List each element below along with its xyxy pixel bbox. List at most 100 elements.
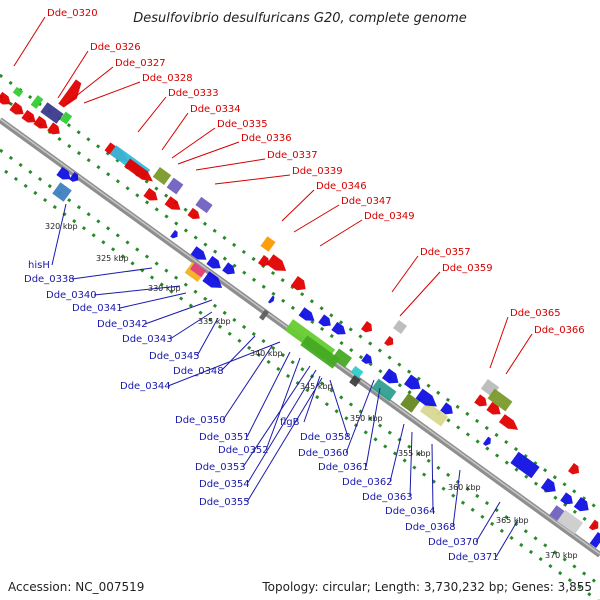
gene-label-bottom: Dde_0362 — [342, 477, 393, 488]
gene-label-top: Dde_0327 — [115, 58, 166, 69]
gene-label-bottom: Dde_0348 — [173, 366, 224, 377]
gene-label-bottom: Dde_0360 — [298, 448, 349, 459]
gene-label-bottom: Dde_0353 — [195, 462, 246, 473]
gene-label-bottom: Dde_0358 — [300, 432, 351, 443]
gene-label-bottom: Dde_0352 — [218, 445, 269, 456]
gene-arrow — [474, 394, 487, 407]
gene-box — [189, 262, 207, 278]
gene-box — [260, 236, 276, 252]
label-leader-bottom — [169, 311, 213, 340]
gene-label-top: Dde_0339 — [292, 166, 343, 177]
gene-label-bottom: Dde_0340 — [46, 290, 97, 301]
gene-label-top: Dde_0334 — [190, 104, 241, 115]
label-leader-top — [214, 174, 291, 185]
gene-label-bottom: Dde_0363 — [362, 492, 413, 503]
gene-arrow — [56, 166, 71, 180]
gene-arrow — [560, 492, 573, 505]
gene-arrow — [588, 519, 599, 531]
label-leader-bottom — [222, 345, 273, 421]
label-leader-bottom — [389, 423, 405, 483]
gene-arrow — [361, 321, 373, 333]
gene-label-bottom: Dde_0344 — [120, 381, 171, 392]
gene-box — [40, 102, 64, 124]
label-leader-top — [83, 81, 141, 104]
gene-arrow — [47, 122, 60, 135]
label-leader-top — [281, 189, 315, 222]
label-leader-bottom — [409, 431, 413, 498]
label-leader-top — [489, 316, 509, 369]
gene-label-bottom: Dde_0354 — [199, 479, 250, 490]
gene-label-bottom: Dde_0345 — [149, 351, 200, 362]
label-leader-bottom — [119, 292, 187, 309]
label-leader-bottom — [345, 379, 375, 454]
gene-arrow — [298, 307, 315, 321]
label-leader-bottom — [303, 375, 321, 423]
label-leaders — [13, 16, 533, 558]
label-leader-top — [195, 158, 266, 171]
label-leader-bottom — [246, 377, 323, 503]
gene-label-top: Dde_0349 — [364, 211, 415, 222]
gene-label-top: Dde_0328 — [142, 73, 193, 84]
label-leader-top — [137, 96, 167, 133]
gene-arrow — [164, 196, 181, 210]
gene-label-top: Dde_0366 — [534, 325, 585, 336]
gene-arrow — [404, 374, 421, 390]
label-leader-top — [319, 219, 363, 247]
scale-tick-label: 365 kbp — [496, 516, 529, 525]
gene-arrow — [568, 463, 580, 475]
scale-tick-label: 370 kbp — [545, 551, 578, 560]
gene-label-bottom: Dde_0355 — [199, 497, 250, 508]
gene-label-bottom: Dde_0371 — [448, 552, 499, 563]
gene-features — [0, 79, 600, 549]
gene-label-top: Dde_0359 — [442, 263, 493, 274]
gene-label-bottom: flgB — [280, 417, 300, 428]
scale-tick-label: 350 kbp — [350, 414, 383, 423]
label-leader-bottom — [144, 299, 213, 325]
gene-arrow — [540, 478, 556, 493]
gene-box — [589, 531, 600, 549]
label-leader-bottom — [167, 341, 281, 387]
gene-box — [371, 378, 397, 402]
gene-labels: Dde_0320Dde_0326Dde_0327Dde_0328Dde_0333… — [24, 8, 585, 563]
gene-arrow — [258, 255, 270, 267]
gene-label-bottom: Dde_0350 — [175, 415, 226, 426]
label-leader-bottom — [475, 501, 501, 543]
gene-arrow — [206, 255, 221, 269]
dotted-guides — [0, 73, 600, 600]
gene-arrow — [143, 187, 158, 201]
gene-arrow — [170, 230, 178, 239]
gene-label-top: Dde_0326 — [90, 42, 141, 53]
gene-label-bottom: Dde_0370 — [428, 537, 479, 548]
label-leader-bottom — [246, 351, 291, 438]
gene-arrow — [58, 79, 82, 108]
gene-label-bottom: Dde_0351 — [199, 432, 250, 443]
gene-label-top: Dde_0346 — [316, 181, 367, 192]
gene-arrow — [266, 254, 287, 271]
gene-box — [166, 177, 184, 195]
gene-arrow — [384, 336, 394, 346]
label-leader-top — [505, 333, 533, 375]
gene-arrow — [382, 368, 399, 384]
gene-arrow — [202, 271, 223, 288]
gene-box — [487, 388, 513, 412]
gene-arrow — [486, 401, 501, 415]
gene-label-top: Dde_0336 — [241, 133, 292, 144]
scale-tick-label: 335 kbp — [198, 317, 231, 326]
gene-label-bottom: Dde_0338 — [24, 274, 75, 285]
gene-box — [350, 365, 364, 379]
gene-label-bottom: Dde_0343 — [122, 334, 173, 345]
gene-arrow — [124, 158, 153, 182]
label-leader-bottom — [196, 317, 219, 357]
scale-tick-label: 345 kbp — [300, 382, 333, 391]
gene-arrow — [415, 388, 437, 407]
gene-box — [510, 451, 540, 479]
scale-tick-label: 320 kbp — [45, 222, 78, 231]
gene-label-top: Dde_0320 — [47, 8, 98, 19]
map-title: Desulfovibrio desulfuricans G20, complet… — [133, 11, 467, 26]
gene-arrow — [187, 207, 200, 219]
gene-arrow — [9, 101, 24, 115]
gene-arrow — [290, 276, 306, 291]
scale-tick-label: 325 kbp — [96, 254, 129, 263]
label-leader-bottom — [242, 365, 311, 468]
